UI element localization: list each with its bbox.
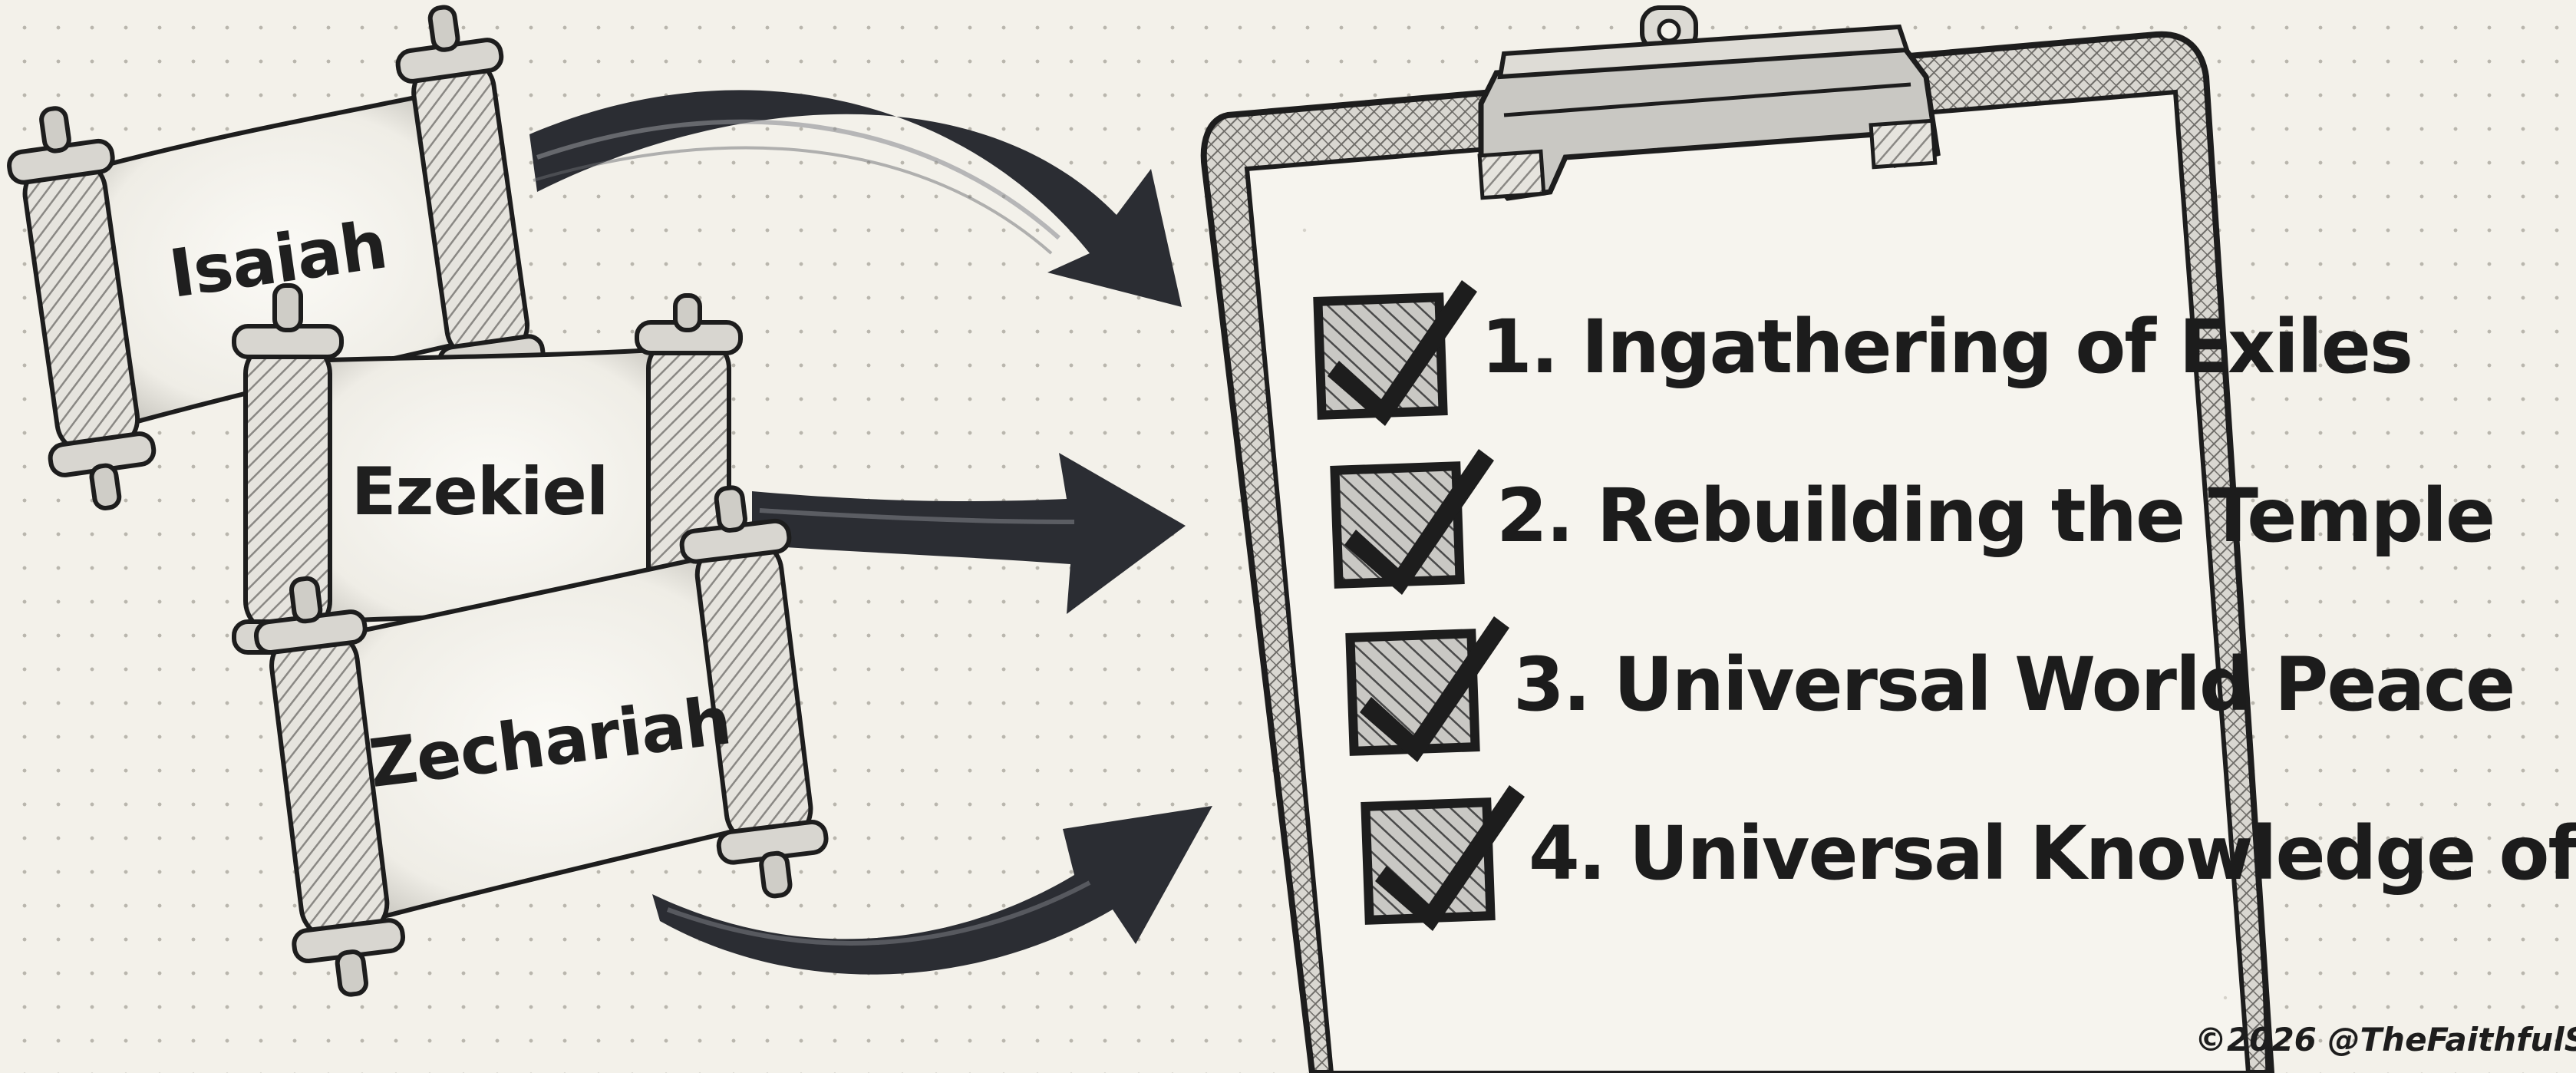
scroll-label: Ezekiel: [351, 454, 609, 530]
arrow-icon: [752, 453, 1186, 614]
checklist-item-text: 2. Rebuilding the Temple: [1496, 473, 2494, 559]
checklist-item-text: 4. Universal Knowledge of God: [1529, 811, 2576, 896]
copyright-text: ©2026 @TheFaithfulSketc: [2195, 1021, 2576, 1058]
checklist-item-text: 3. Universal World Peace: [1513, 642, 2514, 728]
checklist-item-text: 1. Ingathering of Exiles: [1481, 304, 2412, 390]
arrow-icon: [529, 90, 1182, 307]
